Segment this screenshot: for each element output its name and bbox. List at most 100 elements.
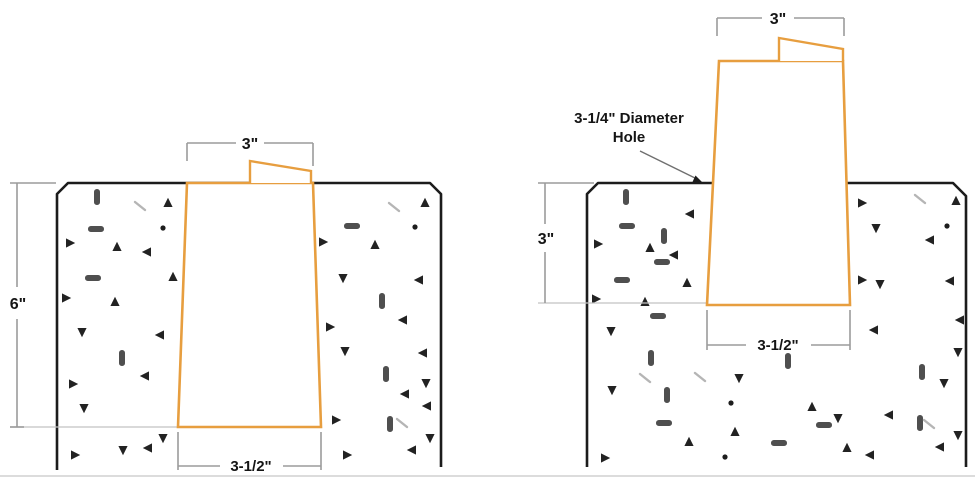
concrete-aggregate-mark <box>684 436 694 446</box>
concrete-aggregate-mark <box>110 296 120 306</box>
right-top-width-dimension: 3" <box>716 11 845 36</box>
concrete-aggregate-mark <box>141 247 151 257</box>
concrete-aggregate-mark <box>944 223 950 229</box>
concrete-aggregate-mark <box>682 277 692 287</box>
concrete-aggregate-mark <box>816 422 832 428</box>
concrete-aggregate-mark <box>387 201 401 213</box>
concrete-aggregate-mark <box>338 274 348 284</box>
concrete-aggregate-mark <box>343 450 353 460</box>
right-hole-outline <box>705 59 852 307</box>
concrete-aggregate-mark <box>421 379 431 389</box>
left-diagram: 3" 6" 3-1/2" <box>10 136 443 475</box>
right-embed-depth-dimension: 3" <box>538 182 594 303</box>
concrete-aggregate-mark <box>406 445 416 455</box>
concrete-aggregate-mark <box>69 379 79 389</box>
concrete-aggregate-mark <box>154 330 164 340</box>
concrete-aggregate-mark <box>370 239 380 249</box>
concrete-aggregate-mark <box>118 446 128 456</box>
left-top-width-dimension: 3" <box>186 136 314 166</box>
right-concrete-texture <box>592 189 964 463</box>
concrete-aggregate-mark <box>413 275 423 285</box>
concrete-aggregate-mark <box>640 296 650 306</box>
concrete-aggregate-mark <box>71 450 81 460</box>
concrete-aggregate-mark <box>326 322 336 332</box>
callout-leader-line <box>639 150 698 180</box>
concrete-aggregate-mark <box>133 200 147 212</box>
concrete-aggregate-mark <box>614 277 630 283</box>
concrete-aggregate-mark <box>168 271 178 281</box>
concrete-aggregate-mark <box>648 350 654 366</box>
concrete-aggregate-mark <box>66 238 76 248</box>
concrete-aggregate-mark <box>883 410 893 420</box>
concrete-aggregate-mark <box>383 366 389 382</box>
concrete-aggregate-mark <box>668 250 678 260</box>
left-hole-top-chamfer <box>248 159 313 183</box>
left-bottom-width-label: 3-1/2" <box>230 458 271 475</box>
concrete-aggregate-mark <box>954 315 964 325</box>
concrete-aggregate-mark <box>656 420 672 426</box>
concrete-aggregate-mark <box>871 224 881 234</box>
left-top-width-label: 3" <box>242 136 258 153</box>
concrete-aggregate-mark <box>397 315 407 325</box>
concrete-aggregate-mark <box>332 415 342 425</box>
right-bottom-width-dimension: 3-1/2" <box>706 310 851 354</box>
concrete-aggregate-mark <box>399 389 409 399</box>
concrete-aggregate-mark <box>730 426 740 436</box>
concrete-aggregate-mark <box>142 443 152 453</box>
concrete-aggregate-mark <box>664 387 670 403</box>
concrete-aggregate-mark <box>592 294 602 304</box>
concrete-aggregate-mark <box>160 225 166 231</box>
concrete-aggregate-mark <box>85 275 101 281</box>
concrete-aggregate-mark <box>379 293 385 309</box>
concrete-aggregate-mark <box>420 197 430 207</box>
concrete-aggregate-mark <box>833 414 843 424</box>
hole-diameter-callout-line2: Hole <box>613 129 646 146</box>
concrete-aggregate-mark <box>728 400 734 406</box>
concrete-aggregate-mark <box>650 313 666 319</box>
concrete-aggregate-mark <box>934 442 944 452</box>
right-diagram: 3" 3" 3-1/2" 3-1/4" Diameter Hole <box>538 11 968 467</box>
concrete-aggregate-mark <box>919 364 925 380</box>
concrete-aggregate-mark <box>858 198 868 208</box>
right-bottom-width-label: 3-1/2" <box>757 337 798 354</box>
concrete-aggregate-mark <box>158 434 168 444</box>
concrete-aggregate-mark <box>785 353 791 369</box>
right-hole-top-chamfer <box>777 36 845 61</box>
concrete-aggregate-mark <box>62 293 72 303</box>
concrete-aggregate-mark <box>953 348 963 358</box>
concrete-aggregate-mark <box>79 404 89 414</box>
concrete-aggregate-mark <box>344 223 360 229</box>
concrete-aggregate-mark <box>112 241 122 251</box>
concrete-aggregate-mark <box>875 280 885 290</box>
concrete-aggregate-mark <box>606 327 616 337</box>
right-top-width-label: 3" <box>770 11 786 28</box>
left-concrete-texture <box>62 189 435 460</box>
concrete-aggregate-mark <box>623 189 629 205</box>
concrete-aggregate-mark <box>163 197 173 207</box>
concrete-aggregate-mark <box>771 440 787 446</box>
concrete-aggregate-mark <box>607 386 617 396</box>
concrete-aggregate-mark <box>594 239 604 249</box>
concrete-aggregate-mark <box>924 235 934 245</box>
left-hole-outline <box>176 181 323 429</box>
concrete-aggregate-mark <box>94 189 100 205</box>
concrete-aggregate-mark <box>953 431 963 441</box>
concrete-aggregate-mark <box>77 328 87 338</box>
concrete-aggregate-mark <box>842 442 852 452</box>
concrete-aggregate-mark <box>340 347 350 357</box>
concrete-aggregate-mark <box>951 195 961 205</box>
concrete-aggregate-mark <box>387 416 393 432</box>
concrete-aggregate-mark <box>417 348 427 358</box>
hole-diameter-callout-line1: 3-1/4" Diameter <box>574 110 684 127</box>
concrete-aggregate-mark <box>917 415 923 431</box>
concrete-aggregate-mark <box>922 418 936 430</box>
concrete-aggregate-mark <box>939 379 949 389</box>
concrete-aggregate-mark <box>425 434 435 444</box>
concrete-aggregate-mark <box>619 223 635 229</box>
concrete-aggregate-mark <box>139 371 149 381</box>
concrete-aggregate-mark <box>421 401 431 411</box>
concrete-aggregate-mark <box>722 454 728 460</box>
callout-arrowhead-icon <box>692 175 703 183</box>
